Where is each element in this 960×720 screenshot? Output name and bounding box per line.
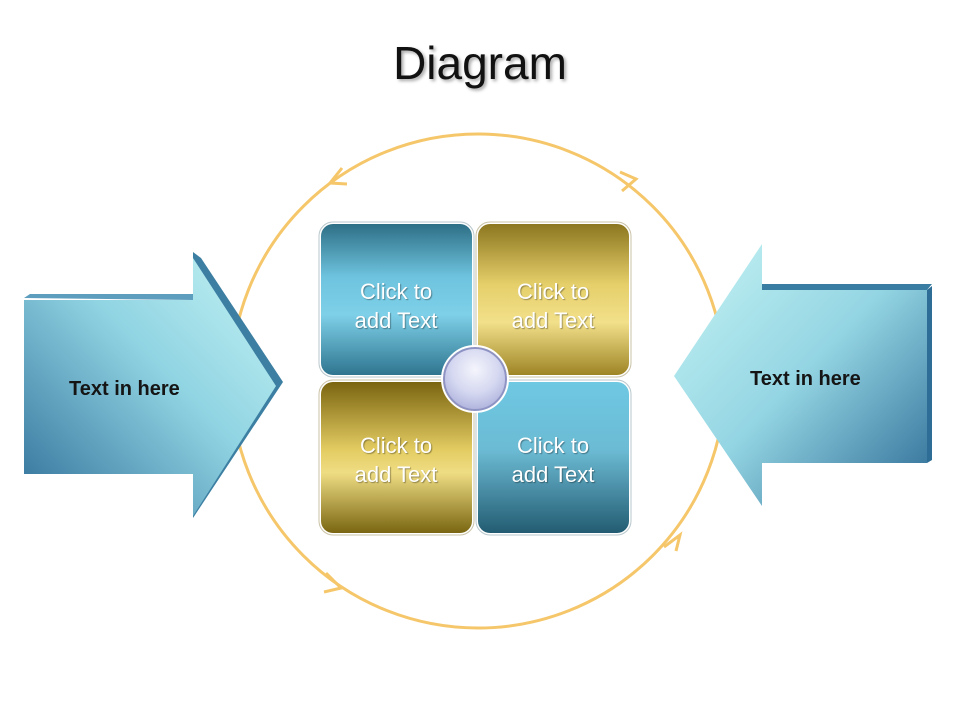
tile-bottom-left[interactable]: [318, 379, 475, 536]
ring-arrowhead-bottom-right: [663, 531, 683, 552]
left-arrow-top: [24, 294, 193, 300]
right-arrow-top: [762, 240, 932, 290]
tile-bottom-right[interactable]: [475, 379, 632, 536]
left-arrow-body: [24, 258, 276, 516]
right-arrow-side: [927, 286, 932, 463]
tile-top-left[interactable]: [318, 221, 475, 378]
page-title: Diagram: [393, 37, 567, 89]
center-knob: [443, 347, 507, 411]
left-arrow[interactable]: [24, 252, 283, 518]
ring-arrowhead-bottom-left: [323, 571, 344, 594]
tile-top-right[interactable]: [475, 221, 632, 378]
ring-arrowhead-top-right: [619, 170, 639, 193]
ring-arrowhead-top-left: [327, 167, 348, 186]
center-knob-rim: [441, 345, 509, 413]
right-arrow[interactable]: [674, 240, 932, 506]
right-arrow-body: [674, 244, 927, 506]
